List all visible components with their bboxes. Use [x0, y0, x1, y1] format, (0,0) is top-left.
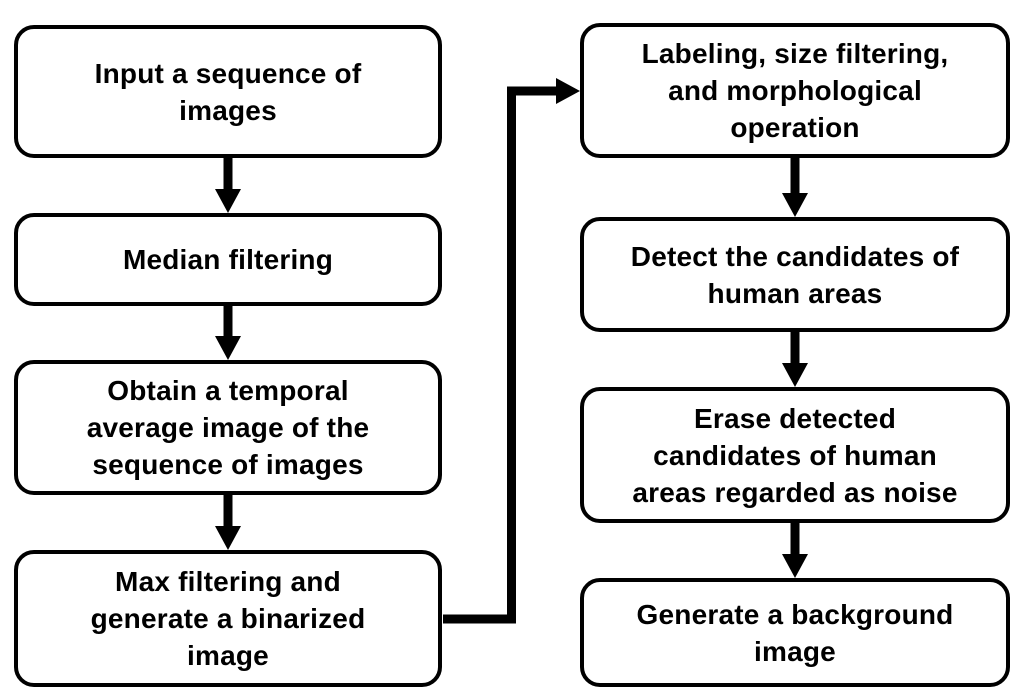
flow-step-generate-background: Generate a background image — [580, 578, 1010, 687]
flow-step-labeling-morphology: Labeling, size filtering, and morphologi… — [580, 23, 1010, 158]
flow-step-detect-candidates: Detect the candidates of human areas — [580, 217, 1010, 332]
elbow-connector-arrow-icon — [443, 78, 580, 624]
flow-step-erase-noise: Erase detected candidates of human areas… — [580, 387, 1010, 523]
arrow-down-icon — [215, 158, 241, 213]
flow-step-median-filtering: Median filtering — [14, 213, 442, 306]
flow-step-input-sequence: Input a sequence of images — [14, 25, 442, 158]
arrow-down-icon — [215, 306, 241, 360]
arrow-down-icon — [782, 332, 808, 387]
arrow-down-icon — [782, 158, 808, 217]
flow-step-temporal-average: Obtain a temporal average image of the s… — [14, 360, 442, 495]
arrow-down-icon — [215, 495, 241, 550]
flow-step-max-filtering: Max filtering and generate a binarized i… — [14, 550, 442, 687]
arrow-down-icon — [782, 523, 808, 578]
